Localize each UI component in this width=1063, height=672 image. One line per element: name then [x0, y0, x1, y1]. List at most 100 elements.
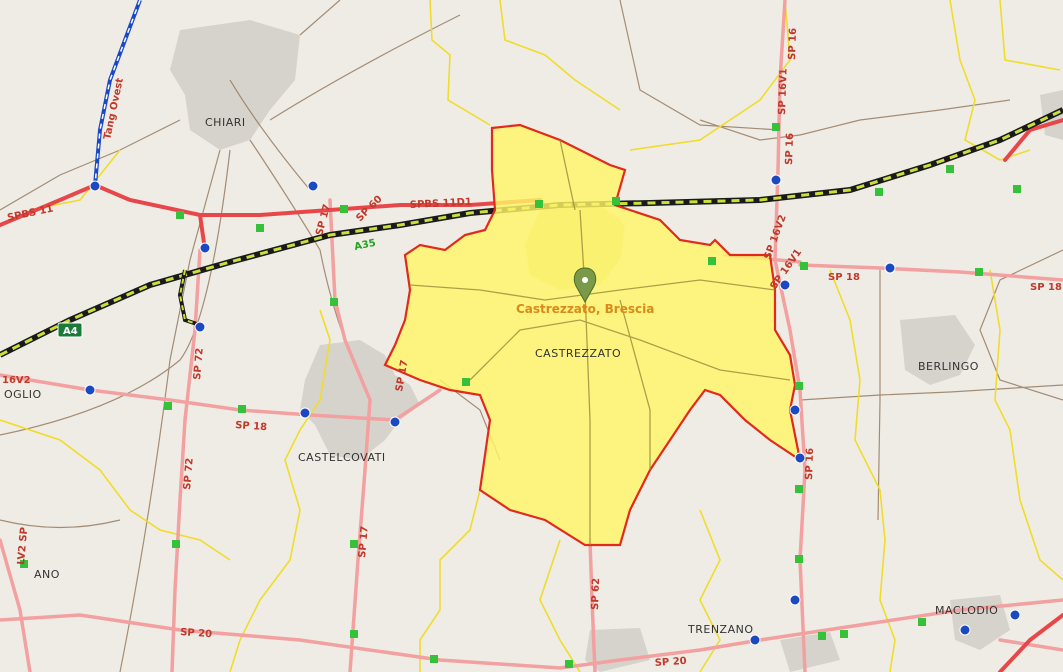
area-road	[559, 139, 576, 211]
area-road	[579, 209, 591, 545]
minor-road	[0, 149, 231, 436]
map-pin-dot	[582, 277, 588, 283]
junction-green	[535, 200, 543, 208]
junction-blue	[779, 279, 791, 291]
road-label-sp16-b: SP 16	[784, 133, 796, 165]
road-label-sp20-a: SP 20	[180, 627, 213, 640]
road-label-sp20-b: SP 20	[654, 656, 687, 669]
junction-green	[772, 123, 780, 131]
railway-spur-dash	[178, 269, 201, 326]
junction-green	[800, 262, 808, 270]
minor-road	[877, 270, 881, 521]
road-se	[998, 613, 1063, 672]
road-label-sp17-low: SP 17	[357, 525, 371, 558]
junction-green	[176, 211, 184, 219]
junction-blue	[299, 407, 311, 419]
road-label-sp18-east: SP 18	[1030, 282, 1062, 293]
municipal-border	[829, 269, 896, 672]
road-shield-a4	[57, 322, 83, 338]
blue-junctions	[84, 174, 1021, 646]
road-label-sp17-mid: SP 17	[394, 359, 410, 392]
junction-blue	[89, 180, 101, 192]
tang-ovest-dash	[94, 0, 141, 186]
municipal-border	[229, 309, 331, 672]
minor-road	[229, 79, 311, 191]
minor-road	[119, 149, 221, 672]
road-label-16v2: 16V2	[2, 375, 31, 386]
green-junctions	[20, 123, 1021, 668]
municipal-border	[539, 539, 581, 672]
minor-road	[269, 14, 461, 121]
tangenziale-ovest	[93, 0, 142, 186]
junction-blue	[884, 262, 896, 274]
road-label-sp18-mid: SP 18	[828, 272, 860, 283]
junction-green	[975, 268, 983, 276]
junction-blue	[199, 242, 211, 254]
road-label-sp16-a: SP 16	[787, 28, 799, 60]
road-sp-left	[0, 538, 32, 672]
place-marker[interactable]	[573, 267, 597, 304]
road-label-spbs11d1: SPBS 11D1	[410, 197, 473, 211]
road-label-sp62: SP 62	[590, 578, 602, 610]
junction-green	[238, 405, 246, 413]
road-label-sp18-west: SP 18	[235, 420, 268, 433]
junction-green	[818, 632, 826, 640]
junction-green	[565, 660, 573, 668]
municipal-border	[629, 0, 791, 151]
minor-road	[619, 0, 781, 131]
municipal-border	[699, 509, 721, 672]
municipal-border	[0, 419, 231, 561]
junction-blue	[789, 594, 801, 606]
minor-road	[799, 384, 1063, 401]
junction-green	[875, 188, 883, 196]
minor-road	[699, 99, 1011, 141]
minor-road	[979, 249, 1063, 401]
junction-green	[918, 618, 926, 626]
junction-green	[350, 540, 358, 548]
area-road	[469, 319, 791, 381]
map-pin-icon[interactable]	[573, 267, 597, 304]
road-label-lv2: LV2 SP	[16, 527, 30, 566]
urban-berlingo	[900, 315, 975, 385]
junction-markers	[20, 123, 1021, 668]
junction-green	[795, 555, 803, 563]
junction-green	[430, 655, 438, 663]
junction-blue	[749, 634, 761, 646]
minor-road	[249, 139, 346, 341]
town-label-chiari: CHIARI	[205, 116, 246, 129]
town-label-maclodio: MACLODIO	[935, 604, 998, 617]
road-sp18-east	[798, 263, 1063, 282]
junction-green	[840, 630, 848, 638]
junction-green	[708, 257, 716, 265]
area-road	[619, 299, 651, 470]
road-label-sp16v1: SP 16V1	[777, 68, 790, 115]
road-label-a35: A35	[353, 238, 377, 253]
road-sp16	[773, 0, 807, 672]
urban-chiari	[170, 20, 300, 150]
road-shield-a4-label: A4	[63, 326, 78, 337]
junction-green	[795, 382, 803, 390]
junction-green	[172, 540, 180, 548]
place-marker-label: Castrezzato, Brescia	[516, 302, 654, 316]
minor-road	[299, 0, 341, 36]
road-sp72	[170, 248, 202, 672]
junction-green	[340, 205, 348, 213]
junction-blue	[789, 404, 801, 416]
junction-blue	[389, 416, 401, 428]
road-ne	[1003, 118, 1063, 162]
municipal-border	[999, 0, 1061, 71]
road-sp62	[588, 538, 597, 672]
town-label-berlingo: BERLINGO	[918, 360, 979, 373]
junction-green	[946, 165, 954, 173]
junction-blue	[770, 174, 782, 186]
road-sp20	[0, 598, 1063, 670]
road-edge	[998, 638, 1063, 652]
junction-green	[350, 630, 358, 638]
junction-green	[612, 197, 620, 205]
town-labels: CHIARI CASTREZZATO BERLINGO CASTELCOVATI…	[4, 116, 998, 636]
junction-blue	[794, 452, 806, 464]
